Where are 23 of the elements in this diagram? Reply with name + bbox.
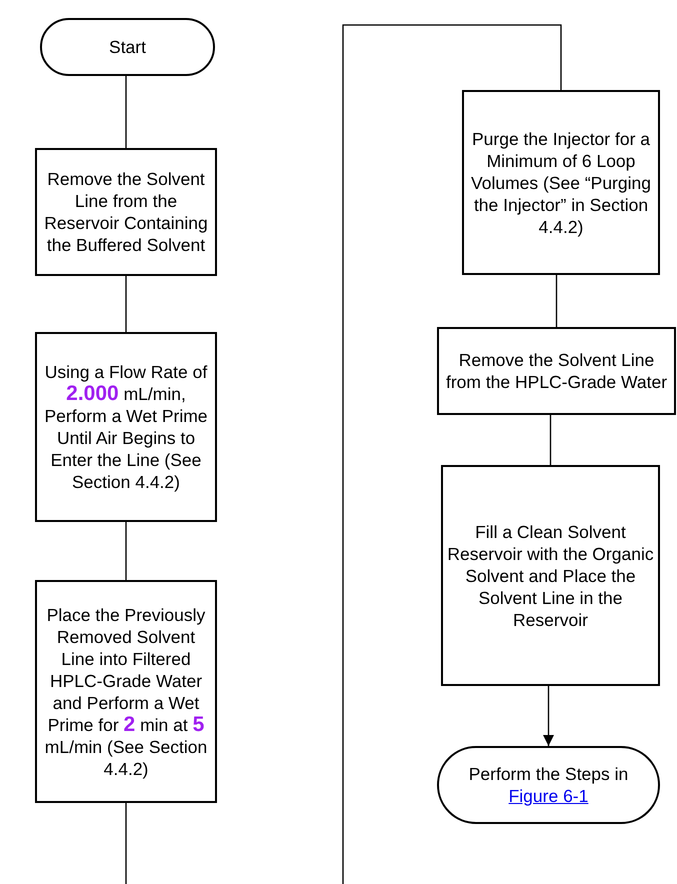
process-box	[35, 332, 217, 522]
process-box	[35, 580, 217, 803]
step-text: Fill a Clean Solvent Reservoir with the Organic Solvent and Place the Solvent Line in the Reservoir	[447, 522, 654, 630]
step-text: Start	[109, 37, 146, 57]
step-text: Place the Previously Removed Solvent Line into Filtered HPLC-Grade Water and Perform a Wet Prime for 2 min at 5 mL/min (See Section 4.4.2)	[44, 604, 208, 778]
connector-line	[550, 415, 552, 465]
step-text: Using a Flow Rate of 2.000 mL/min, Perform a Wet Prime Until Air Begins to Enter the Line (See Section 4.4.2)	[44, 362, 208, 492]
figure-link: Figure 6-1	[508, 786, 588, 806]
step-text: Remove the Solvent Line from the HPLC-Grade Water	[446, 350, 668, 392]
arrow	[543, 686, 554, 746]
process-box	[437, 327, 676, 415]
connector-line	[125, 276, 127, 332]
step-text: Remove the Solvent Line from the Reservoir Containing the Buffered Solvent	[44, 169, 208, 255]
step-text: Perform the Steps in	[468, 764, 628, 784]
process-box	[35, 148, 217, 276]
connector-line	[125, 803, 127, 884]
process-box	[441, 465, 660, 686]
process-box	[462, 90, 660, 275]
connector-line	[556, 275, 558, 327]
connector-line	[125, 76, 127, 148]
connector-line	[125, 522, 127, 580]
connector-line	[342, 24, 562, 884]
step-text: Purge the Injector for a Minimum of 6 Loop Volumes (See “Purging the Injector” in Section 4.4.2)	[471, 128, 651, 236]
